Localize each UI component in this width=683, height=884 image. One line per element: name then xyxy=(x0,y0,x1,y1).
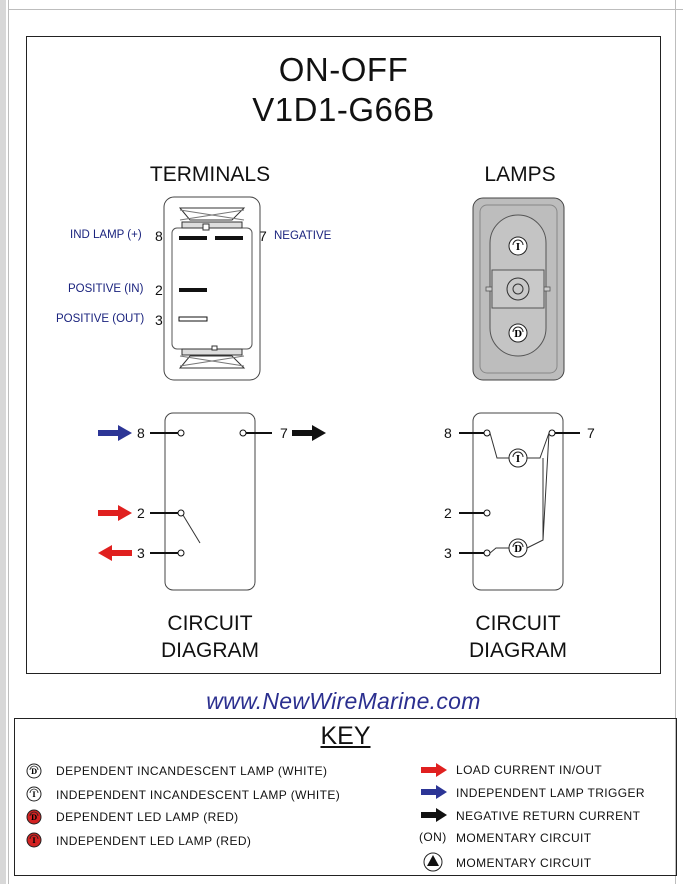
right-circuit-7-number: 7 xyxy=(587,425,595,441)
key-item-independent-incandescent: INDEPENDENT INCANDESCENT LAMP (WHITE) xyxy=(56,788,341,802)
key-item-dependent-led: DEPENDENT LED LAMP (RED) xyxy=(56,810,239,824)
black-arrow-icon xyxy=(421,808,447,822)
page-right-line xyxy=(675,0,676,884)
switch-top-clip xyxy=(178,207,246,231)
red-arrow-into-2 xyxy=(98,505,132,521)
positive-out-label: POSITIVE (OUT) xyxy=(56,313,145,325)
negative-label: NEGATIVE xyxy=(274,230,332,242)
terminal-2-blade xyxy=(179,288,207,292)
page-edge-shade xyxy=(0,0,6,884)
right-circuit-wiring xyxy=(489,432,550,554)
terminal-8-number: 8 xyxy=(155,228,163,244)
positive-in-label: POSITIVE (IN) xyxy=(68,283,144,295)
left-circuit-3-number: 3 xyxy=(137,545,145,561)
lamp-center-ring xyxy=(506,277,530,301)
right-circuit-8-number: 8 xyxy=(444,425,452,441)
key-item-negative-return: NEGATIVE RETURN CURRENT xyxy=(456,809,641,823)
left-circuit-7-number: 7 xyxy=(280,425,288,441)
left-circuit-heading-line2: DIAGRAM xyxy=(160,639,259,662)
key-item-independent-led: INDEPENDENT LED LAMP (RED) xyxy=(56,834,252,848)
lamp-lower-dependent-icon: D xyxy=(508,323,528,343)
lamp-center-body xyxy=(491,269,545,309)
right-circuit-lower-symbol: D xyxy=(514,545,522,555)
page-top-line xyxy=(9,9,683,10)
page-edge-line xyxy=(8,0,9,884)
key-item-lamp-trigger: INDEPENDENT LAMP TRIGGER xyxy=(456,786,645,800)
left-circuit-body xyxy=(164,412,256,591)
lamp-upper-symbol: I xyxy=(516,243,520,253)
blue-arrow-icon xyxy=(421,785,447,799)
terminal-7-number: 7 xyxy=(259,228,267,244)
independent-led-lamp-icon: I xyxy=(26,832,42,848)
svg-text:I: I xyxy=(32,790,35,799)
right-circuit-heading-line1: CIRCUIT xyxy=(475,612,561,635)
right-circuit-lower-lamp-icon: D xyxy=(508,538,528,558)
terminal-7-blade xyxy=(215,236,243,240)
terminals-heading: TERMINALS xyxy=(149,163,271,186)
key-item-load-current: LOAD CURRENT IN/OUT xyxy=(456,763,603,777)
red-arrow-icon xyxy=(421,763,447,777)
svg-text:I: I xyxy=(32,836,35,845)
key-item-dependent-incandescent: DEPENDENT INCANDESCENT LAMP (WHITE) xyxy=(56,764,328,778)
left-switch-lever xyxy=(182,514,201,544)
terminal-8-blade xyxy=(179,236,207,240)
lamps-heading: LAMPS xyxy=(484,163,556,186)
triangle-icon xyxy=(423,852,443,872)
right-circuit-3-number: 3 xyxy=(444,545,452,561)
blue-arrow-into-8 xyxy=(98,425,132,441)
lamp-lower-symbol: D xyxy=(514,330,522,340)
left-circuit-2-number: 2 xyxy=(137,505,145,521)
title-line1: ON-OFF xyxy=(278,51,409,88)
lamp-upper-independent-icon: I xyxy=(508,236,528,256)
diagram-frame xyxy=(26,36,661,674)
ind-lamp-label: IND LAMP (+) xyxy=(70,229,142,241)
left-circuit-8-number: 8 xyxy=(137,425,145,441)
on-momentary-symbol: (ON) xyxy=(419,830,447,844)
dependent-led-lamp-icon: D xyxy=(26,809,42,825)
right-circuit-upper-symbol: I xyxy=(516,455,520,465)
terminal-3-number: 3 xyxy=(155,312,163,328)
title-line2: V1D1-G66B xyxy=(252,91,435,128)
independent-incandescent-lamp-icon: I xyxy=(26,786,42,802)
black-arrow-out-of-7 xyxy=(292,425,326,441)
key-title: KEY xyxy=(320,722,371,750)
red-arrow-out-of-3 xyxy=(98,545,132,561)
switch-bottom-clip xyxy=(178,345,246,369)
svg-text:D: D xyxy=(31,767,37,776)
key-item-momentary-triangle: MOMENTARY CIRCUIT xyxy=(456,856,592,870)
website-url: www.NewWireMarine.com xyxy=(206,688,481,714)
right-circuit-2-number: 2 xyxy=(444,505,452,521)
svg-text:D: D xyxy=(31,813,37,822)
left-circuit-heading-line1: CIRCUIT xyxy=(167,612,253,635)
dependent-incandescent-lamp-icon: D xyxy=(26,763,42,779)
right-circuit-upper-lamp-icon: I xyxy=(508,448,528,468)
right-circuit-heading-line2: DIAGRAM xyxy=(468,639,567,662)
terminal-2-number: 2 xyxy=(155,282,163,298)
key-frame xyxy=(14,718,677,876)
terminal-3-blade xyxy=(178,316,208,322)
key-item-momentary-on: MOMENTARY CIRCUIT xyxy=(456,831,592,845)
